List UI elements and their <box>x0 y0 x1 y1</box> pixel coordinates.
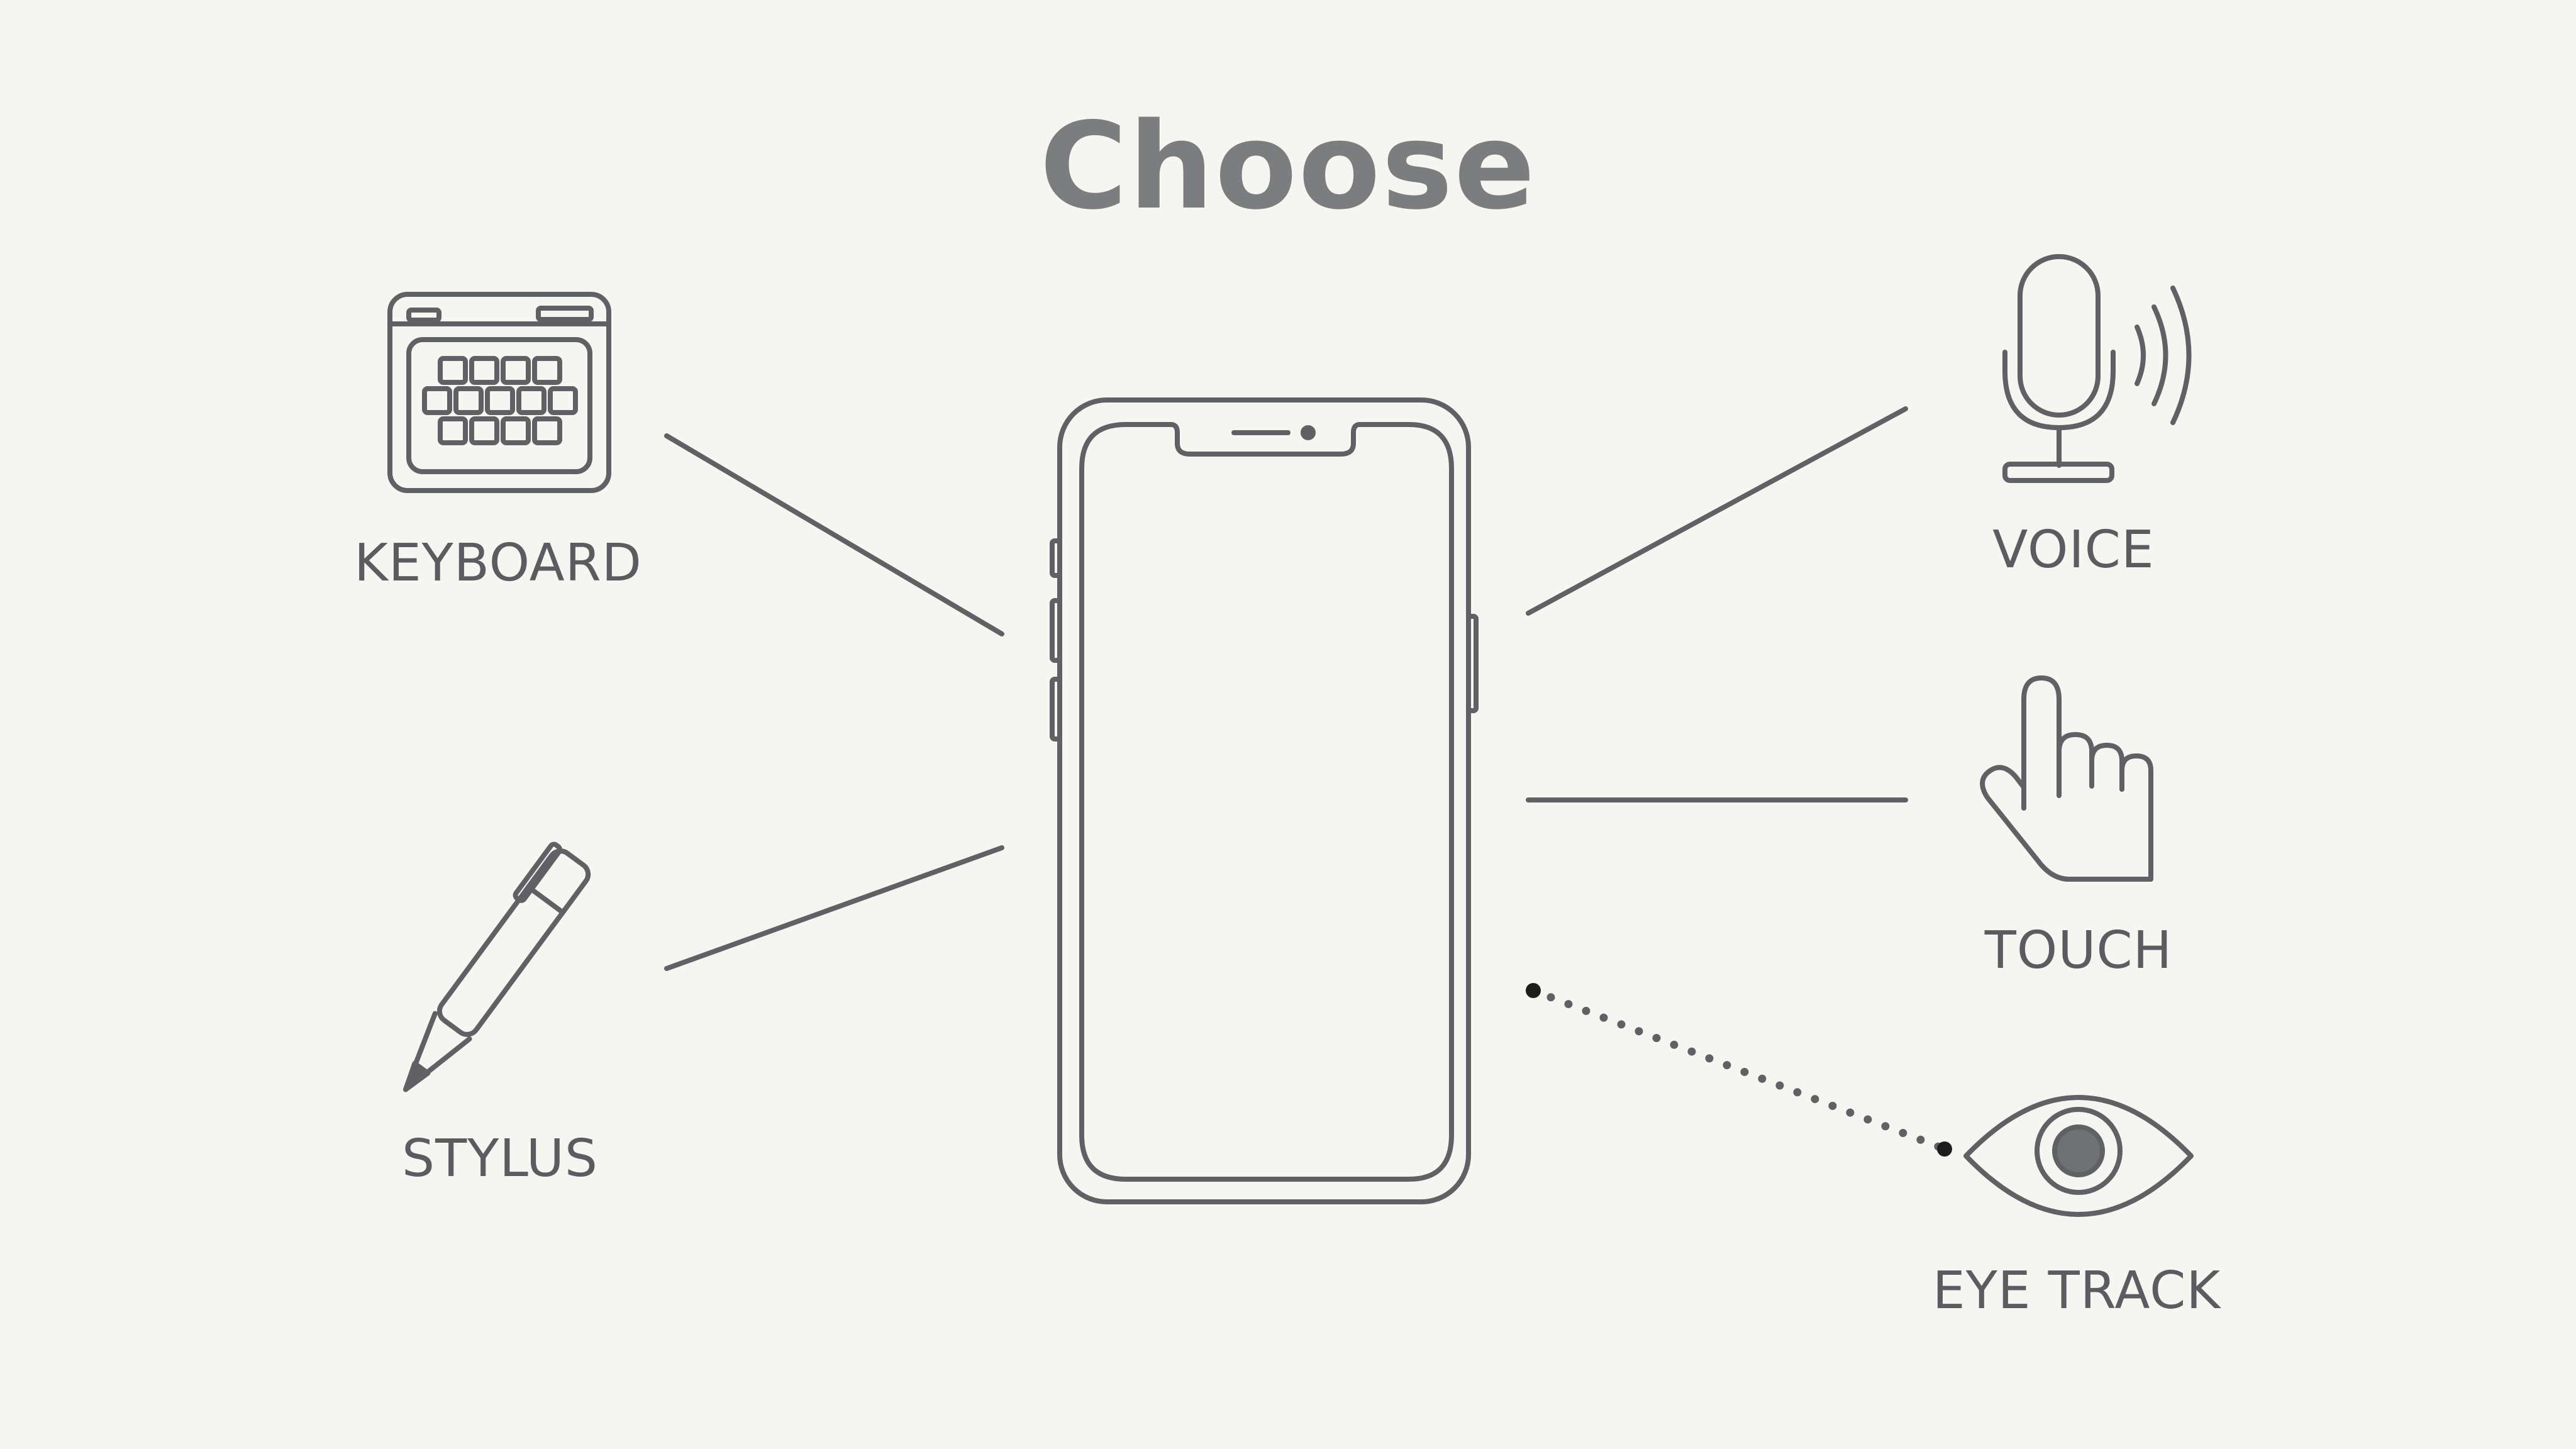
stylus-label: STYLUS <box>402 1129 598 1189</box>
voice-label: VOICE <box>1992 520 2155 580</box>
connector-stylus <box>664 845 1004 971</box>
microphone-icon <box>2002 254 2192 483</box>
keyboard-label: KEYBOARD <box>354 533 642 593</box>
touch-label: TOUCH <box>1984 921 2173 980</box>
pointing-hand-icon <box>1980 675 2153 882</box>
eye-track-label: EYE TRACK <box>1932 1261 2221 1321</box>
smartphone-icon <box>1050 397 1479 1204</box>
connector-voice <box>1526 406 1908 616</box>
connector-eye-track <box>1529 986 1949 1153</box>
eye-icon <box>1963 1095 2194 1217</box>
stylus-pen-icon <box>402 841 591 1092</box>
connector-keyboard <box>664 433 1004 636</box>
keyboard-icon <box>387 292 611 493</box>
diagram-title: Choose <box>1040 97 1536 236</box>
